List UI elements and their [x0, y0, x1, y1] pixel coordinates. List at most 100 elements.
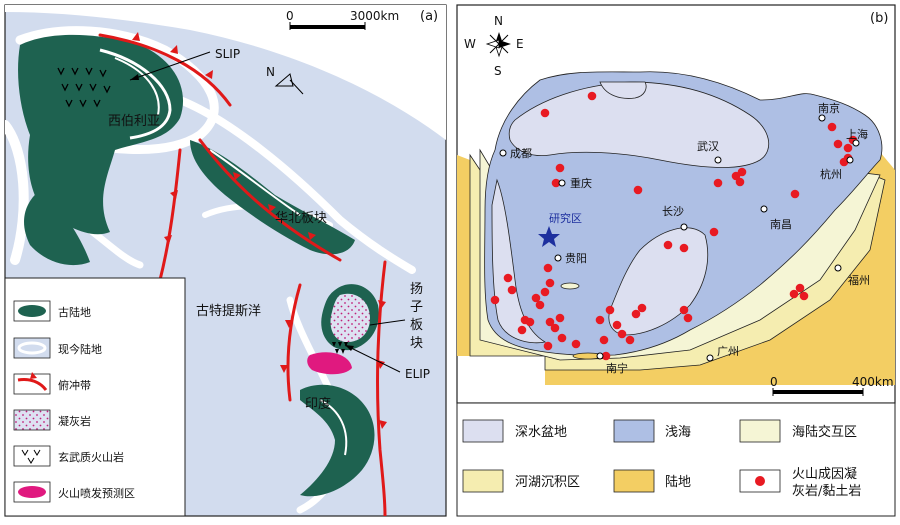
tuff-point [633, 185, 643, 195]
tuff-point [795, 283, 805, 293]
legend-shallow-sea-swatch [613, 419, 655, 443]
legend-thrust-swatch [17, 378, 48, 391]
city-chongqing: 重庆 [570, 176, 592, 190]
legend-land-swatch [613, 469, 655, 493]
siberia-landmass-south [24, 190, 91, 266]
city-marker [846, 156, 854, 164]
scale-a-start: 0 [286, 9, 294, 23]
yangtze-arrow [369, 319, 406, 326]
deep-basin-bay [599, 81, 647, 99]
label-tethys: 古特提斯洋 [196, 303, 261, 319]
tuff-point [517, 325, 527, 335]
slip-arrow-head [130, 74, 139, 80]
tuff-point [737, 167, 747, 177]
tuff-point [679, 305, 689, 315]
tuff-point [617, 329, 627, 339]
legend-thrust-label: 俯冲带 [58, 378, 91, 392]
tuff-point [543, 263, 553, 273]
city-marker [596, 352, 604, 360]
legend-basalt-swatch [21, 449, 41, 464]
scale-b-start: 0 [770, 375, 778, 389]
legend-land-label: 陆地 [665, 474, 691, 490]
study-area-star [538, 226, 560, 247]
legend-b: 深水盆地 浅海 海陆交互区 河湖沉积区 陆地 火山成因凝灰岩/黏土岩 [456, 402, 896, 517]
legend-modern-land-label: 现今陆地 [58, 342, 102, 356]
scale-bar-a: 0 3000km [286, 9, 399, 30]
legend-ancient-land-label: 古陆地 [58, 305, 91, 319]
city-nanjing: 南京 [818, 101, 840, 115]
eruption-zone [307, 352, 352, 375]
legend-eruption-label: 火山喷发预测区 [58, 486, 135, 500]
tuff-point [637, 303, 647, 313]
modern-land-outline [319, 399, 348, 456]
city-marker [558, 179, 566, 187]
city-marker [706, 354, 714, 362]
elip-basalt-symbols [332, 342, 348, 354]
tuff-point [571, 339, 581, 349]
yangtze-tuff [330, 293, 370, 343]
label-yangtze-4: 块 [410, 336, 423, 351]
city-marker [499, 149, 507, 157]
tuff-point [612, 320, 622, 330]
legend-eruption-swatch [18, 486, 46, 498]
north-china-block [190, 140, 355, 255]
panel-b: N S E W (b) 成都 重庆 武汉 南京 上海 杭州 长沙 南昌 [456, 4, 896, 517]
study-area-label: 研究区 [549, 211, 582, 225]
tuff-point [799, 291, 809, 301]
city-fuzhou: 福州 [848, 273, 870, 287]
tuff-point [833, 139, 843, 149]
city-marker [554, 254, 562, 262]
city-nanning: 南宁 [606, 361, 628, 375]
tuff-point [709, 227, 719, 237]
north-arrow-a: N [266, 65, 304, 95]
compass-rose: N S E W [464, 14, 524, 78]
slip-arrow [129, 51, 211, 81]
legend-shallow-sea-label: 浅海 [665, 425, 691, 440]
panel-a: SLIP 西伯利亚 华北板块 古特提斯洋 扬 子 板 块 ELIP 印度 0 3… [4, 4, 447, 517]
city-marker [714, 156, 722, 164]
tuff-point [843, 143, 853, 153]
label-yangtze-1: 扬 [410, 282, 423, 297]
label-siberia: 西伯利亚 [108, 114, 160, 129]
tuff-point [543, 341, 553, 351]
legend-deep-basin-swatch [462, 419, 504, 443]
modern-land-outline [5, 120, 29, 265]
city-marker [852, 139, 860, 147]
legend-lacustrine-swatch [462, 469, 504, 493]
city-marker [818, 114, 826, 122]
siberia-landmass [18, 34, 184, 235]
modern-land-outline [209, 149, 301, 216]
legend-a: 古陆地 现今陆地 俯冲带 凝灰岩 玄武质火山岩 火山喷发预测区 [4, 277, 186, 517]
city-marker [680, 223, 688, 231]
tuff-point [683, 313, 693, 323]
modern-land-outline [176, 96, 416, 274]
compass-s: S [494, 64, 502, 78]
city-marker [834, 264, 842, 272]
island [560, 282, 580, 290]
tuff-point [503, 273, 513, 283]
city-guiyang: 贵阳 [565, 252, 587, 265]
tuff-point [531, 293, 541, 303]
tuff-point [599, 335, 609, 345]
tuff-points [490, 91, 858, 361]
city-hangzhou: 杭州 [820, 167, 842, 181]
tuff-point [550, 323, 560, 333]
tuff-point [595, 315, 605, 325]
tuff-point [540, 108, 550, 118]
tuff-point [545, 278, 555, 288]
elip-arrow-head [345, 345, 354, 351]
tuff-point [631, 309, 641, 319]
tuff-point [789, 289, 799, 299]
tuff-point [827, 122, 837, 132]
modern-land-outline [114, 57, 160, 116]
tuff-point [525, 317, 535, 327]
legend-tuff-swatch [13, 409, 51, 431]
label-yangtze-3: 板 [410, 318, 423, 333]
legend-deep-basin-label: 深水盆地 [515, 425, 567, 440]
city-guangzhou: 广州 [717, 345, 739, 358]
tuff-point [601, 351, 611, 361]
tuff-point [545, 317, 555, 327]
label-india: 印度 [305, 396, 331, 412]
tuff-point [790, 189, 800, 199]
